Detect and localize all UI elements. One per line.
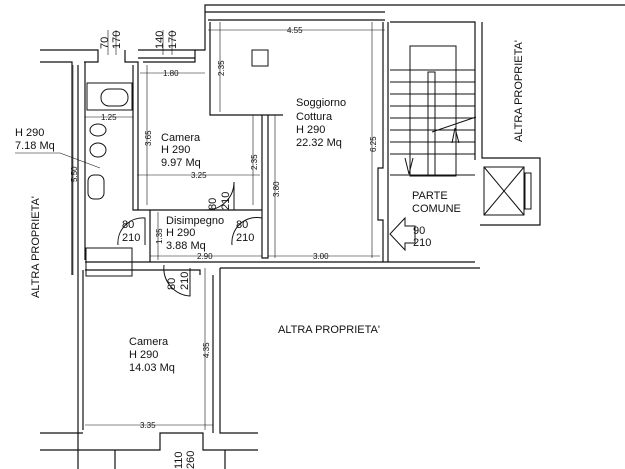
cottura-name: Cottura — [296, 111, 333, 123]
door-height: 210 — [220, 192, 232, 210]
dim-text: 1.80 — [163, 69, 179, 78]
dim-text: 1.35 — [155, 228, 164, 244]
disimpegno-name: Disimpegno — [166, 215, 224, 227]
dim-text: 2.90 — [197, 252, 213, 261]
other-property-right: ALTRA PROPRIETA' — [513, 40, 525, 142]
door-swing-icon — [231, 216, 263, 246]
window-width: 140 — [154, 31, 166, 49]
door-width: 80 — [122, 219, 134, 231]
camera2-area: 14.03 Mq — [129, 362, 175, 374]
door-height: 210 — [179, 272, 191, 290]
door-height: 210 — [122, 232, 140, 244]
parte-label: PARTE — [412, 190, 448, 202]
soggiorno-name: Soggiorno — [296, 97, 346, 109]
dim-text: 5.50 — [70, 166, 79, 182]
disimpegno-area: 3.88 Mq — [166, 240, 206, 252]
camera2-name: Camera — [129, 336, 169, 348]
door-width: 80 — [207, 198, 219, 210]
camera1-height: H 290 — [161, 144, 190, 156]
door-swing-icon — [163, 264, 191, 297]
door-width: 80 — [236, 219, 248, 231]
dim-text: 3.00 — [313, 252, 329, 261]
entrance-arrow-icon — [389, 216, 416, 252]
dim-text: 4.55 — [287, 26, 303, 35]
window-width: 70 — [99, 37, 111, 49]
sink-icon — [87, 174, 105, 200]
soggiorno-area: 22.32 Mq — [296, 137, 342, 149]
door-swing-icon — [205, 181, 235, 211]
chimney-icon — [251, 49, 269, 67]
window-width: 110 — [173, 451, 185, 469]
entry-door-width: 90 — [413, 225, 425, 237]
dimension-lines — [15, 22, 385, 430]
other-property-left: ALTRA PROPRIETA' — [30, 196, 42, 298]
camera1-name: Camera — [161, 132, 201, 144]
door-width: 80 — [166, 278, 178, 290]
window-height: 170 — [167, 31, 179, 49]
door-swing-icon — [117, 217, 146, 246]
dim-text: 6.25 — [369, 136, 378, 152]
dim-text: 2.35 — [217, 60, 226, 76]
walls — [40, 4, 625, 469]
other-property-center: ALTRA PROPRIETA' — [278, 324, 380, 336]
dim-text: 3.65 — [144, 130, 153, 146]
dim-text: 3.80 — [272, 181, 281, 197]
comune-label: COMUNE — [412, 203, 461, 215]
elevator-icon — [483, 166, 532, 216]
bidet-icon — [89, 123, 107, 137]
dim-text: 4.35 — [202, 342, 211, 358]
disimpegno-height: H 290 — [166, 227, 195, 239]
camera2-height: H 290 — [129, 349, 158, 361]
dim-text: 1.25 — [101, 113, 117, 122]
dim-text: 3.25 — [191, 171, 207, 180]
fixtures — [85, 45, 532, 297]
shower-tray-icon — [85, 247, 133, 277]
window-height: 260 — [185, 451, 197, 469]
dim-text: 2.35 — [250, 154, 259, 170]
door-height: 210 — [236, 232, 254, 244]
bathroom-height: H 290 — [15, 127, 44, 139]
bathtub-icon — [86, 82, 133, 111]
window-height: 170 — [111, 31, 123, 49]
soggiorno-height: H 290 — [296, 124, 325, 136]
camera1-area: 9.97 Mq — [161, 157, 201, 169]
bathroom-area: 7.18 Mq — [15, 140, 55, 152]
dim-text: 3.35 — [140, 421, 156, 430]
stairs-icon — [390, 45, 477, 177]
toilet-icon — [89, 142, 107, 158]
entry-door-height: 210 — [413, 237, 431, 249]
